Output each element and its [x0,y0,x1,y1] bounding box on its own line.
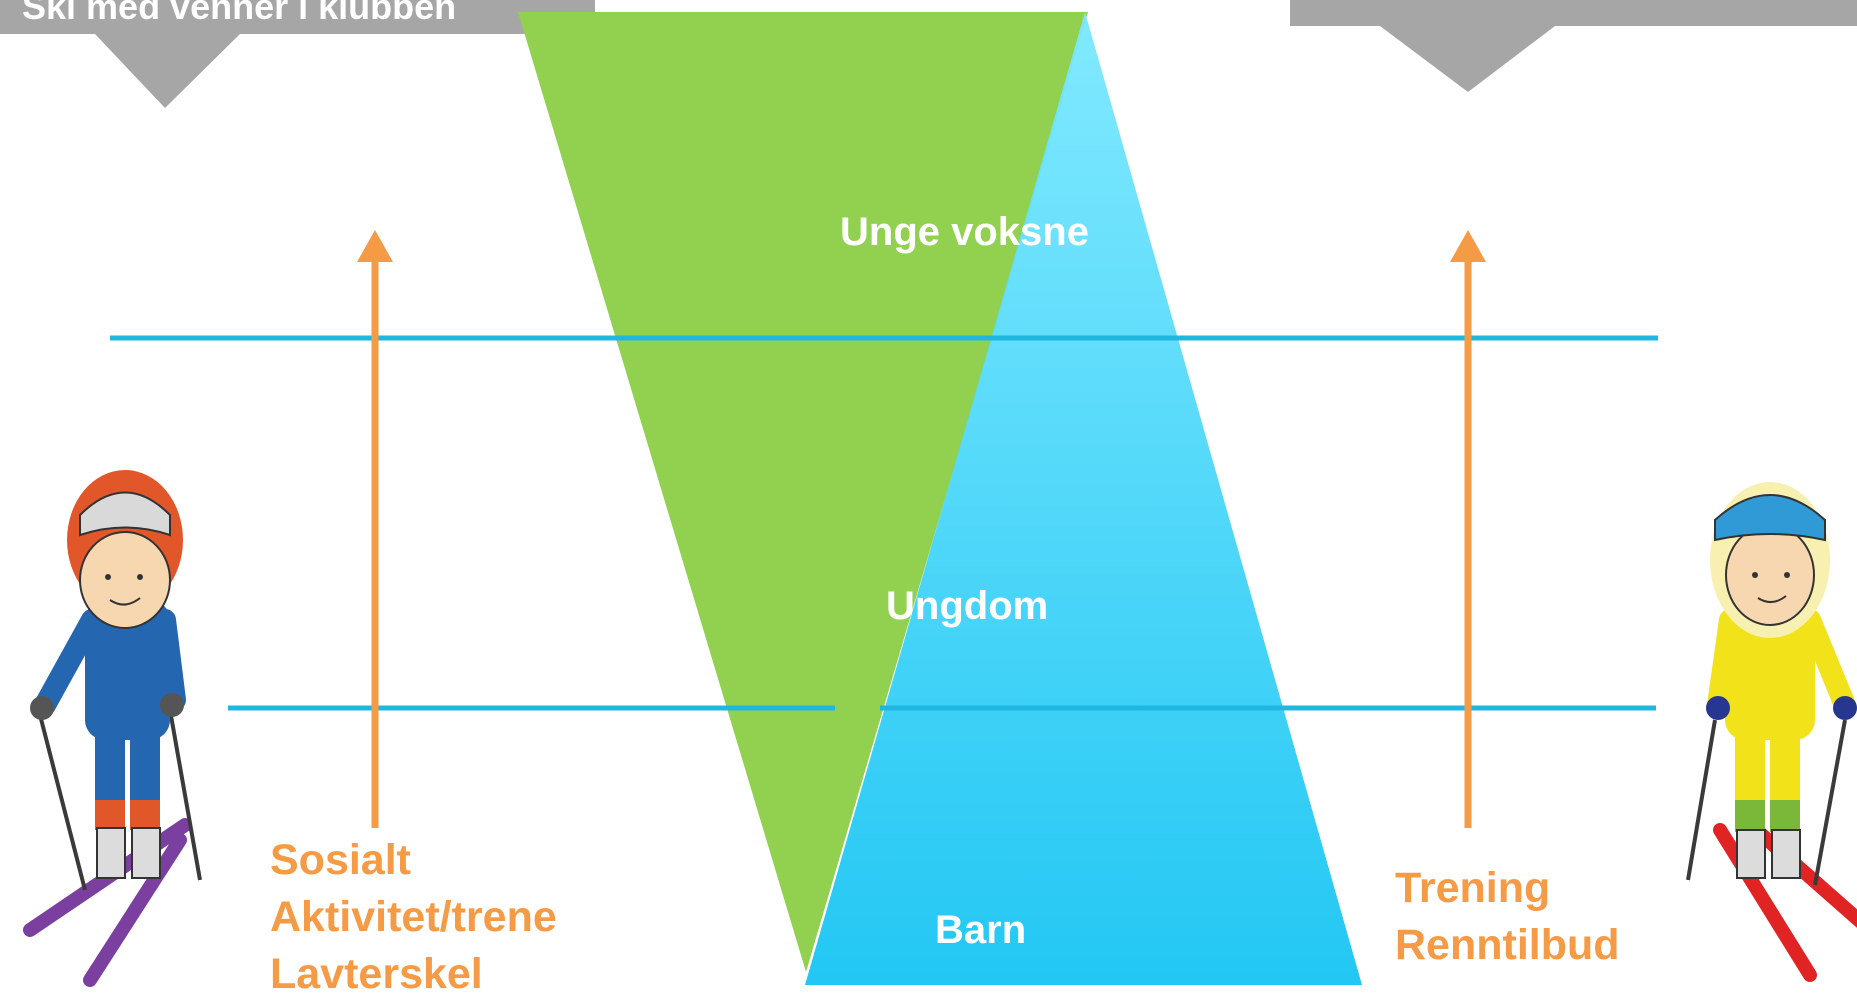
left-callout [0,0,595,108]
level-label-youth: Ungdom [886,584,1049,628]
level-label-young-adults: Unge voksne [840,210,1089,254]
left-text-low-threshold: Lavterskel [270,950,483,998]
level-label-children: Barn [935,908,1027,952]
right-callout [1290,0,1857,92]
left-text-block: Sosialt Aktivitet/trene Lavterskel [270,832,557,1003]
left-up-arrow [357,230,393,828]
right-text-block: Trening Renntilbud [1395,860,1620,974]
left-text-social: Sosialt [270,836,411,884]
right-text-race-offer: Renntilbud [1395,921,1620,969]
left-text-activity: Aktivitet/trene [270,893,557,941]
girl-skier-illustration [1686,482,1857,982]
right-up-arrow [1450,230,1486,828]
performance-pyramid-triangle [805,12,1362,985]
right-text-training: Trening [1395,864,1551,912]
boy-skier-illustration [23,470,202,987]
social-funnel-triangle [518,12,1088,972]
left-callout-label: Ski med venner i klubben [22,0,457,27]
